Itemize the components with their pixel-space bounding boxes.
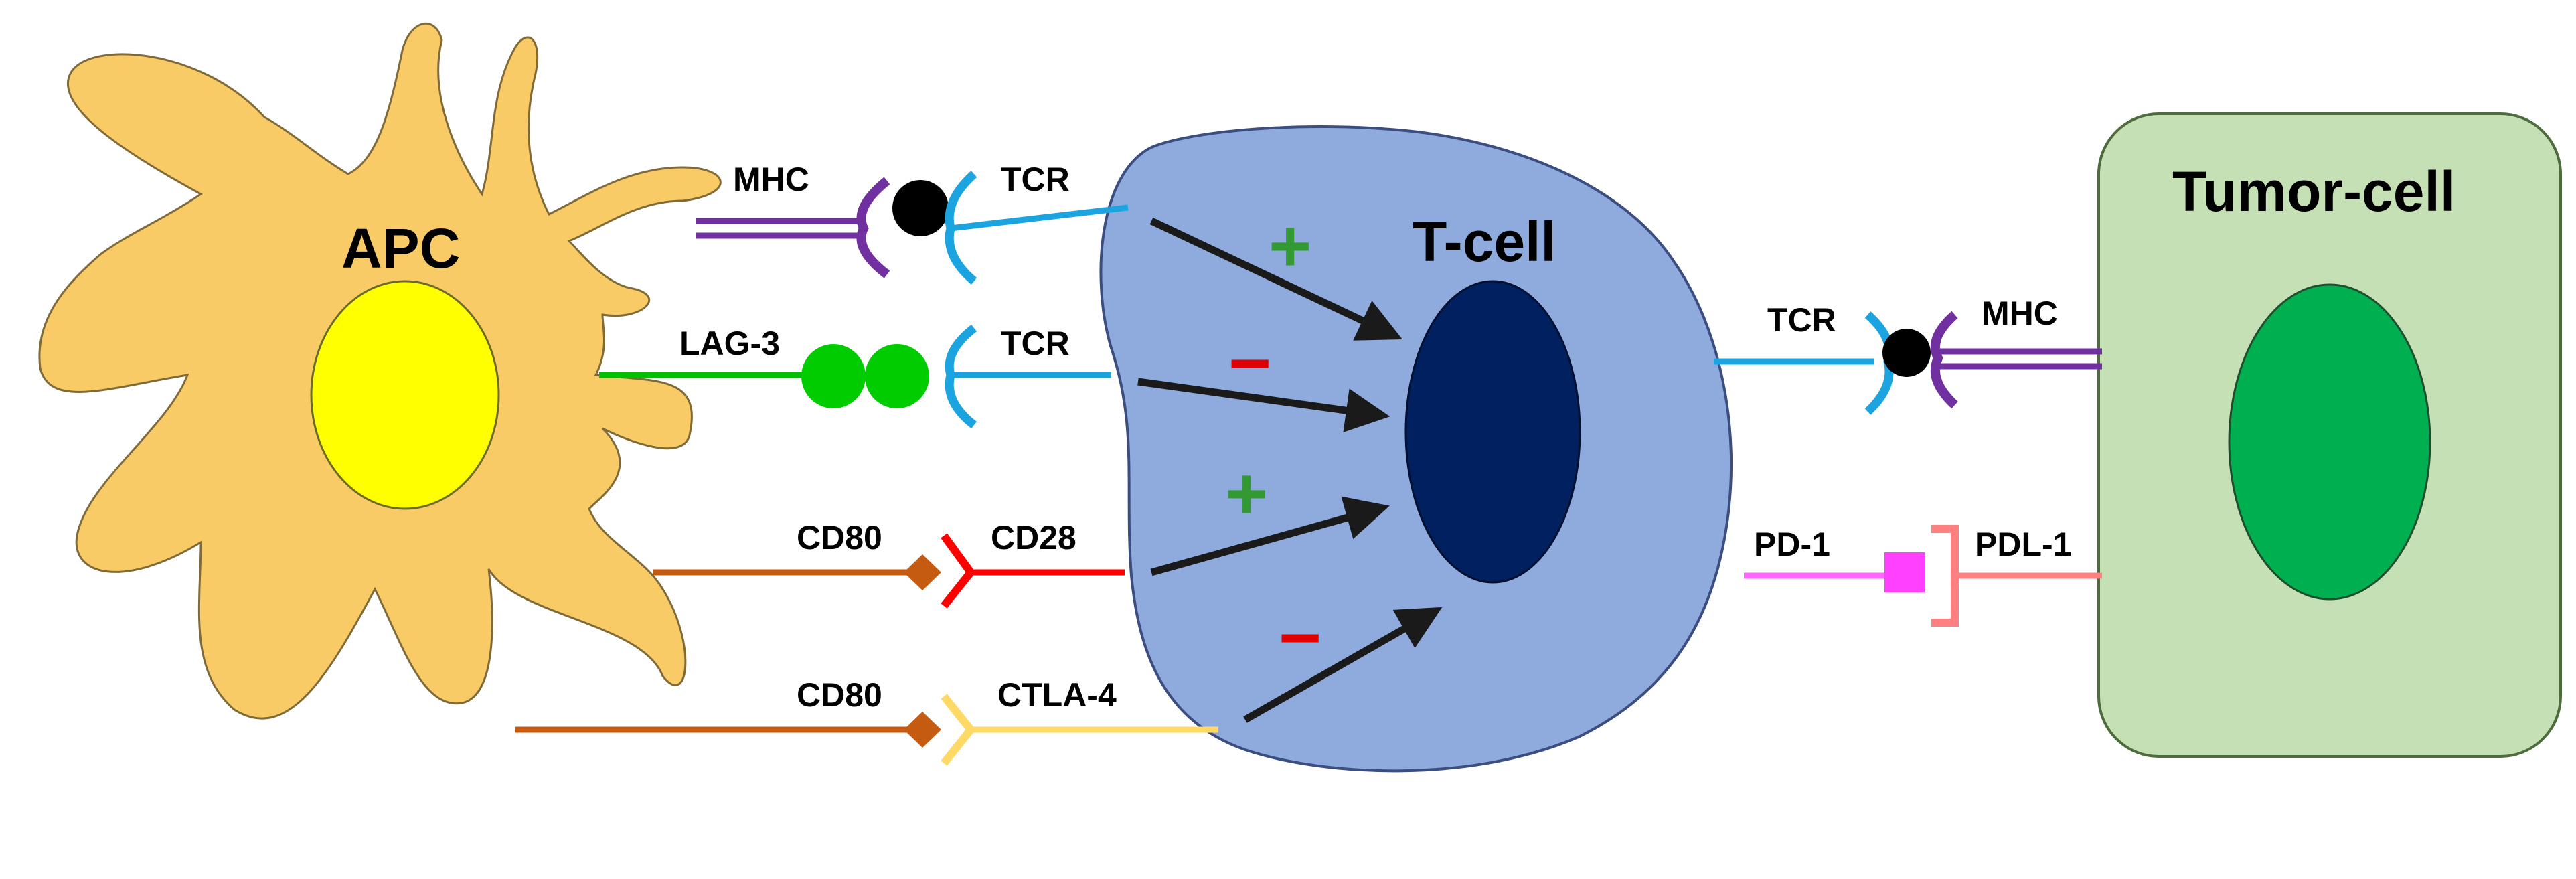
signal-arrow-1 xyxy=(1149,218,1402,341)
label-tcr-tumor: TCR xyxy=(1767,301,1836,339)
tcell-label: T-cell xyxy=(1413,210,1556,273)
cd80-cd28-pair: CD80 CD28 xyxy=(653,519,1125,609)
label-cd28: CD28 xyxy=(991,519,1076,556)
label-lag3: LAG-3 xyxy=(679,325,780,362)
peptide-antigen-apc xyxy=(892,180,949,236)
label-mhc-tumor: MHC xyxy=(1982,295,2058,332)
ctla4-fork xyxy=(941,694,976,766)
signal-arrows xyxy=(1137,218,1443,723)
signal-arrow-2 xyxy=(1137,378,1390,432)
mhc-cup-apc xyxy=(856,177,890,278)
apc-label: APC xyxy=(341,217,460,280)
cd80-ctla4-pair: CD80 CTLA-4 xyxy=(515,676,1218,766)
signal-arrow-4 xyxy=(1243,607,1443,723)
lag3-domain-1 xyxy=(801,344,866,408)
label-cd80-1: CD80 xyxy=(797,519,882,556)
signal-sign-4: − xyxy=(1279,596,1321,679)
signal-sign-3: + xyxy=(1225,453,1268,535)
cd28-fork xyxy=(941,533,976,609)
pdl1-bracket xyxy=(1931,525,1959,627)
signal-arrow-3 xyxy=(1150,496,1390,576)
tumor-cell: Tumor-cell xyxy=(2097,112,2562,758)
label-tcr-2: TCR xyxy=(1001,325,1070,362)
mhc-cup-tumor xyxy=(1930,311,1958,409)
label-tcr-1: TCR xyxy=(1001,161,1070,198)
signal-sign-1: + xyxy=(1269,205,1311,287)
tumor-label: Tumor-cell xyxy=(2172,160,2456,223)
label-cd80-2: CD80 xyxy=(797,676,882,714)
label-pd1: PD-1 xyxy=(1754,526,1830,563)
peptide-antigen-tumor xyxy=(1882,329,1931,377)
pd1-pdl1-pair: PD-1 PDL-1 xyxy=(1744,525,2102,627)
label-ctla4: CTLA-4 xyxy=(997,676,1117,714)
apc-nucleus xyxy=(310,280,500,510)
pd1-head xyxy=(1884,552,1925,592)
label-mhc-apc: MHC xyxy=(733,161,809,198)
t-cell: T-cell xyxy=(1099,125,1733,773)
cd80-head-1 xyxy=(904,554,941,590)
mhc-tcr-pair-apc: MHC TCR xyxy=(696,161,1129,285)
tumor-nucleus xyxy=(2228,283,2431,601)
tcell-nucleus xyxy=(1404,280,1581,584)
lag3-tcr-pair: LAG-3 TCR xyxy=(599,324,1111,429)
signal-signs: + − + − xyxy=(1225,205,1321,679)
label-pdl1: PDL-1 xyxy=(1975,526,2071,563)
signal-sign-2: − xyxy=(1228,322,1271,404)
cd80-head-2 xyxy=(904,712,941,748)
tcr-mhc-pair-tumor: TCR MHC xyxy=(1714,295,2102,415)
apc-cell: APC xyxy=(38,22,722,720)
lag3-domain-2 xyxy=(865,344,929,408)
